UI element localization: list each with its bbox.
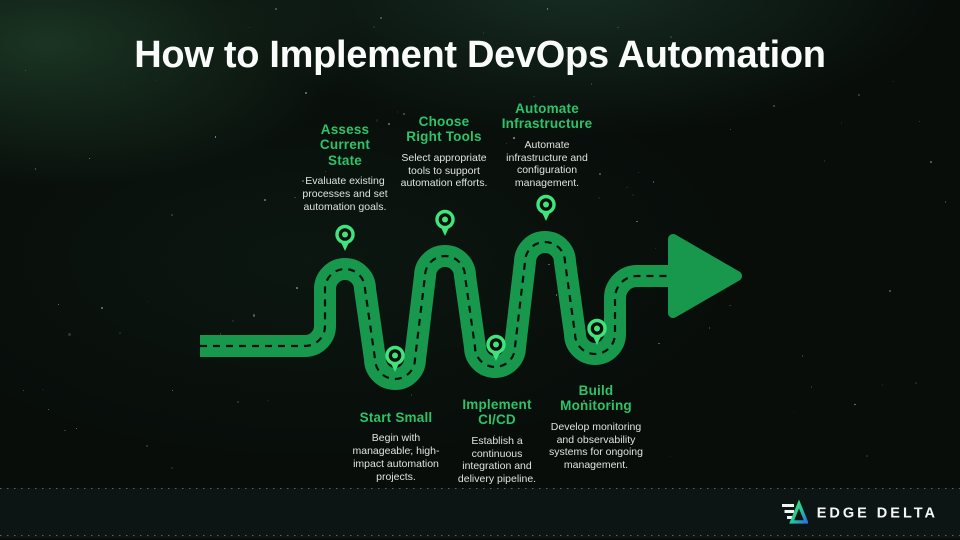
step-description: Begin with manageable, high-impact autom…: [352, 432, 440, 483]
road-path: [200, 231, 672, 390]
page-title: How to Implement DevOps Automation: [134, 34, 826, 76]
step-title: Automate Infrastructure: [501, 101, 593, 132]
step-assess-current-state: Assess Current State Evaluate existing p…: [295, 122, 395, 214]
step-start-small: Start Small Begin with manageable, high-…: [344, 410, 448, 484]
location-pin-icon: [335, 224, 355, 253]
step-description: Establish a continuous integration and d…: [457, 434, 537, 486]
step-automate-infrastructure: Automate Infrastructure Automate infrast…: [492, 101, 602, 190]
step-title: Choose Right Tools: [406, 114, 482, 145]
brand-name: EDGE DELTA: [816, 505, 938, 521]
edge-delta-logo: EDGE DELTA: [781, 499, 938, 527]
arrow-right-icon: [668, 234, 742, 318]
step-description: Develop monitoring and observability sys…: [549, 420, 643, 472]
location-pin-icon: [536, 194, 556, 223]
step-build-monitoring: Build Monitoring Develop monitoring and …: [542, 383, 650, 472]
step-implement-cicd: Implement CI/CD Establish a continuous i…: [451, 397, 543, 486]
step-choose-right-tools: Choose Right Tools Select appropriate to…: [393, 114, 495, 190]
step-title: Build Monitoring: [560, 383, 632, 414]
location-pin-icon: [435, 209, 455, 238]
road-centerline: [200, 240, 672, 381]
step-description: Evaluate existing processes and set auto…: [302, 175, 388, 213]
step-title: Implement CI/CD: [462, 397, 532, 428]
step-title: Assess Current State: [319, 122, 371, 168]
footer-bar: EDGE DELTA: [0, 488, 960, 538]
step-description: Select appropriate tools to support auto…: [400, 151, 488, 190]
edge-delta-logo-icon: [781, 499, 808, 524]
step-description: Automate infrastructure and configuratio…: [506, 138, 588, 190]
step-title: Start Small: [359, 410, 433, 425]
